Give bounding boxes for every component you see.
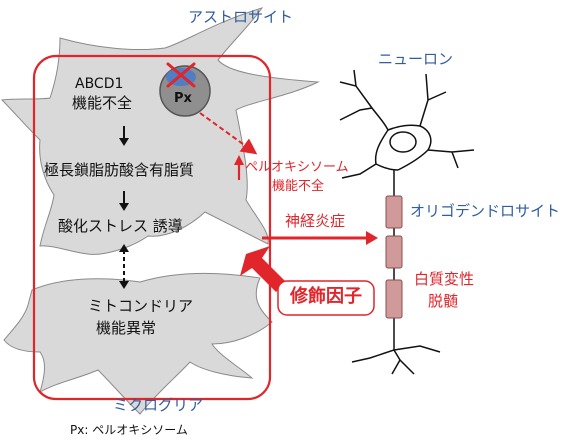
peroxisome-dysfunction-label: 機能不全: [272, 179, 325, 194]
increase-up-arrow: [234, 155, 244, 180]
pathway-arrow-1: [119, 126, 129, 146]
modifier-label: 修飾因子: [290, 286, 362, 307]
myelin-sheath: [385, 195, 403, 229]
px-label: Px: [174, 91, 192, 106]
microglia-frame: [32, 54, 272, 401]
peroxisome-dysfunction-arrow: [199, 112, 258, 155]
mitochondria-label: ミトコンドリア: [88, 297, 194, 315]
vlcfa-lipid-label: 極長鎖脂肪酸含有脂質: [44, 161, 195, 179]
neuron-label: ニューロン: [378, 50, 454, 68]
modifier-block-arrow: [240, 246, 286, 292]
mitochondria-dysfunction-label: 機能異常: [96, 319, 157, 337]
astrocyte-cell: [0, 7, 320, 255]
abcd1-dysfunction-label: 機能不全: [72, 94, 133, 112]
white-matter-label: 白質変性: [414, 270, 475, 288]
myelin-sheath: [385, 235, 403, 269]
microglia-label: ミクログリア: [113, 396, 204, 414]
astrocyte-label: アストロサイト: [188, 8, 294, 26]
demyelination-label: 脱髄: [428, 292, 459, 310]
neuroinflammation-label: 神経炎症: [285, 212, 346, 230]
neuron-nucleus: [389, 131, 417, 153]
peroxisome-label: ペルオキシソーム: [245, 160, 349, 175]
modifier-box: [277, 280, 375, 316]
pathway-double-arrow: [119, 244, 129, 289]
microglia-cell: [3, 272, 273, 415]
neuron-cell: [339, 69, 475, 375]
legend-px: Px: ペルオキシソーム: [70, 423, 188, 437]
oxidative-stress-label: 酸化ストレス 誘導: [58, 217, 183, 235]
neuroinflammation-arrow: [262, 231, 378, 245]
pathway-arrow-2: [119, 191, 129, 211]
peroxisome-cross-icon: [166, 62, 196, 88]
myelin-sheath: [385, 279, 403, 319]
abcd1-label: ABCD1: [75, 76, 124, 92]
oligodendrocyte-label: オリゴデンドロサイト: [410, 202, 561, 220]
